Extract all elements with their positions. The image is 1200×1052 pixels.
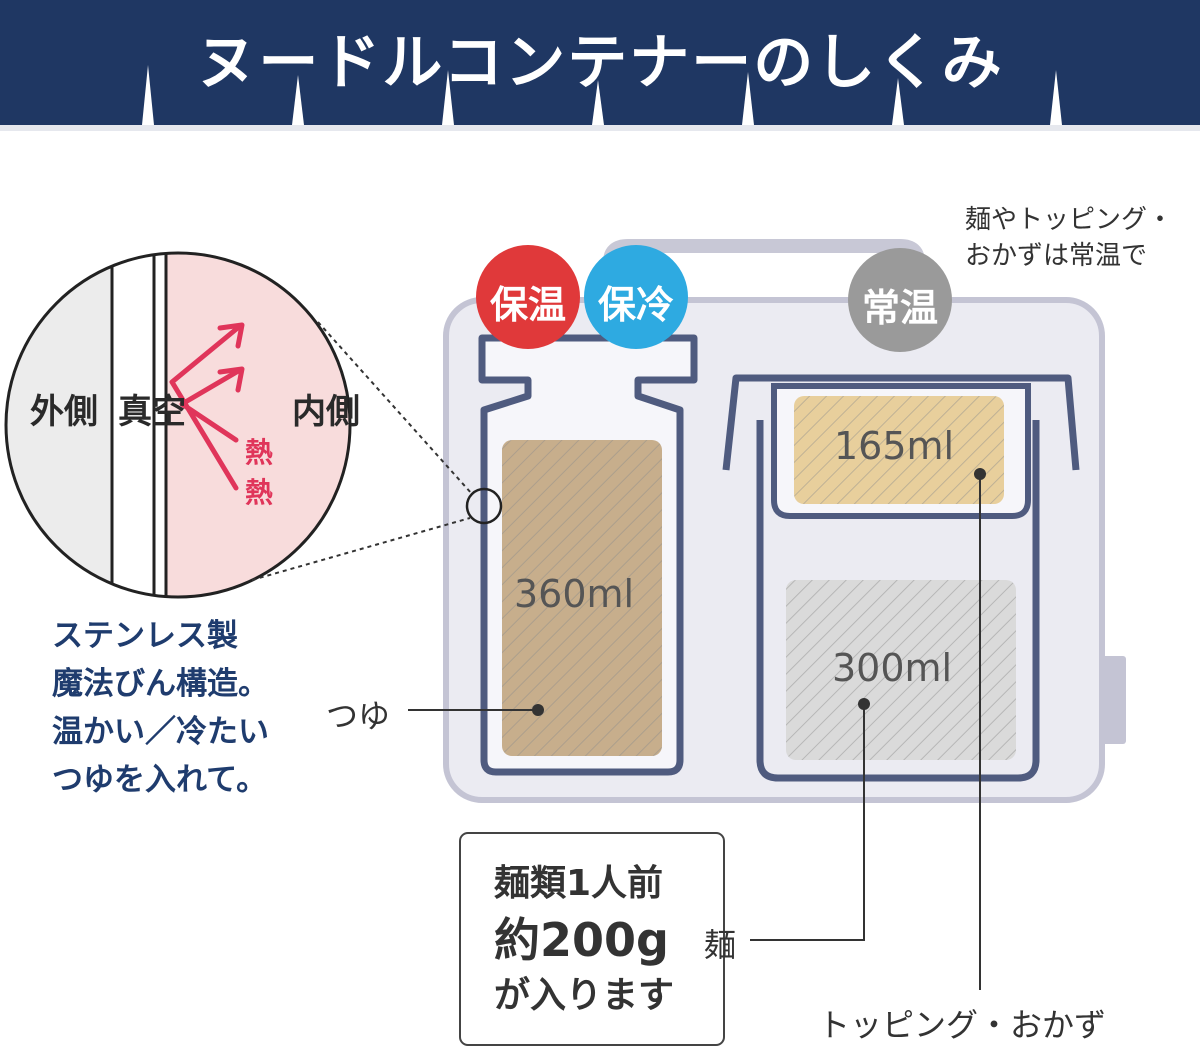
noodle-info-text: 麺類1人前 約200g が入ります <box>494 856 674 1024</box>
cold-badge-label: 保冷 <box>597 283 674 327</box>
insulation-description: ステンレス製 魔法びん構造。 温かい／冷たい つゆを入れて。 <box>52 612 269 804</box>
room-temp-note: 麺やトッピング・ おかずは常温で <box>965 202 1173 274</box>
info-line-3: が入ります <box>494 975 675 1016</box>
room-badge-label: 常温 <box>861 286 938 330</box>
inner-label: 内側 <box>292 392 360 432</box>
warm-badge-label: 保温 <box>489 283 566 327</box>
heat-label-2: 熱 <box>244 476 273 509</box>
side-tab <box>1100 656 1126 744</box>
room-temp-badge <box>848 248 952 352</box>
heat-label-1: 熱 <box>244 436 273 469</box>
noodle-leader <box>750 704 865 941</box>
banner-background <box>0 0 1200 131</box>
soup-volume: 360ml <box>514 572 635 616</box>
cold-badge <box>584 245 688 349</box>
info-line-1: 麺類1人前 <box>494 863 664 904</box>
noodle-info-box <box>459 832 725 1046</box>
zoom-marker <box>465 487 503 525</box>
topping-callout-label: トッピング・おかず <box>818 1006 1107 1044</box>
noodle-callout-label: 麺 <box>704 926 737 964</box>
description-line: ステンレス製 <box>52 618 238 654</box>
topping-volume: 165ml <box>834 424 955 468</box>
title-banner: ヌードルコンテナーのしくみ <box>0 0 1200 135</box>
noodle-volume: 300ml <box>832 646 953 690</box>
heat-arrows <box>169 322 245 491</box>
note-line: おかずは常温で <box>965 241 1148 271</box>
description-line: 温かい／冷たい <box>52 714 269 750</box>
note-line: 麺やトッピング・ <box>965 205 1174 235</box>
description-line: 魔法びん構造。 <box>52 666 269 702</box>
warm-badge <box>476 245 580 349</box>
outer-label: 外側 <box>30 392 98 432</box>
description-line: つゆを入れて。 <box>52 762 268 798</box>
vacuum-label: 真空 <box>118 392 186 432</box>
page-title: ヌードルコンテナーのしくみ <box>196 28 1004 98</box>
soup-callout-label: つゆ <box>326 697 391 735</box>
info-line-2: 約200g <box>494 913 669 967</box>
